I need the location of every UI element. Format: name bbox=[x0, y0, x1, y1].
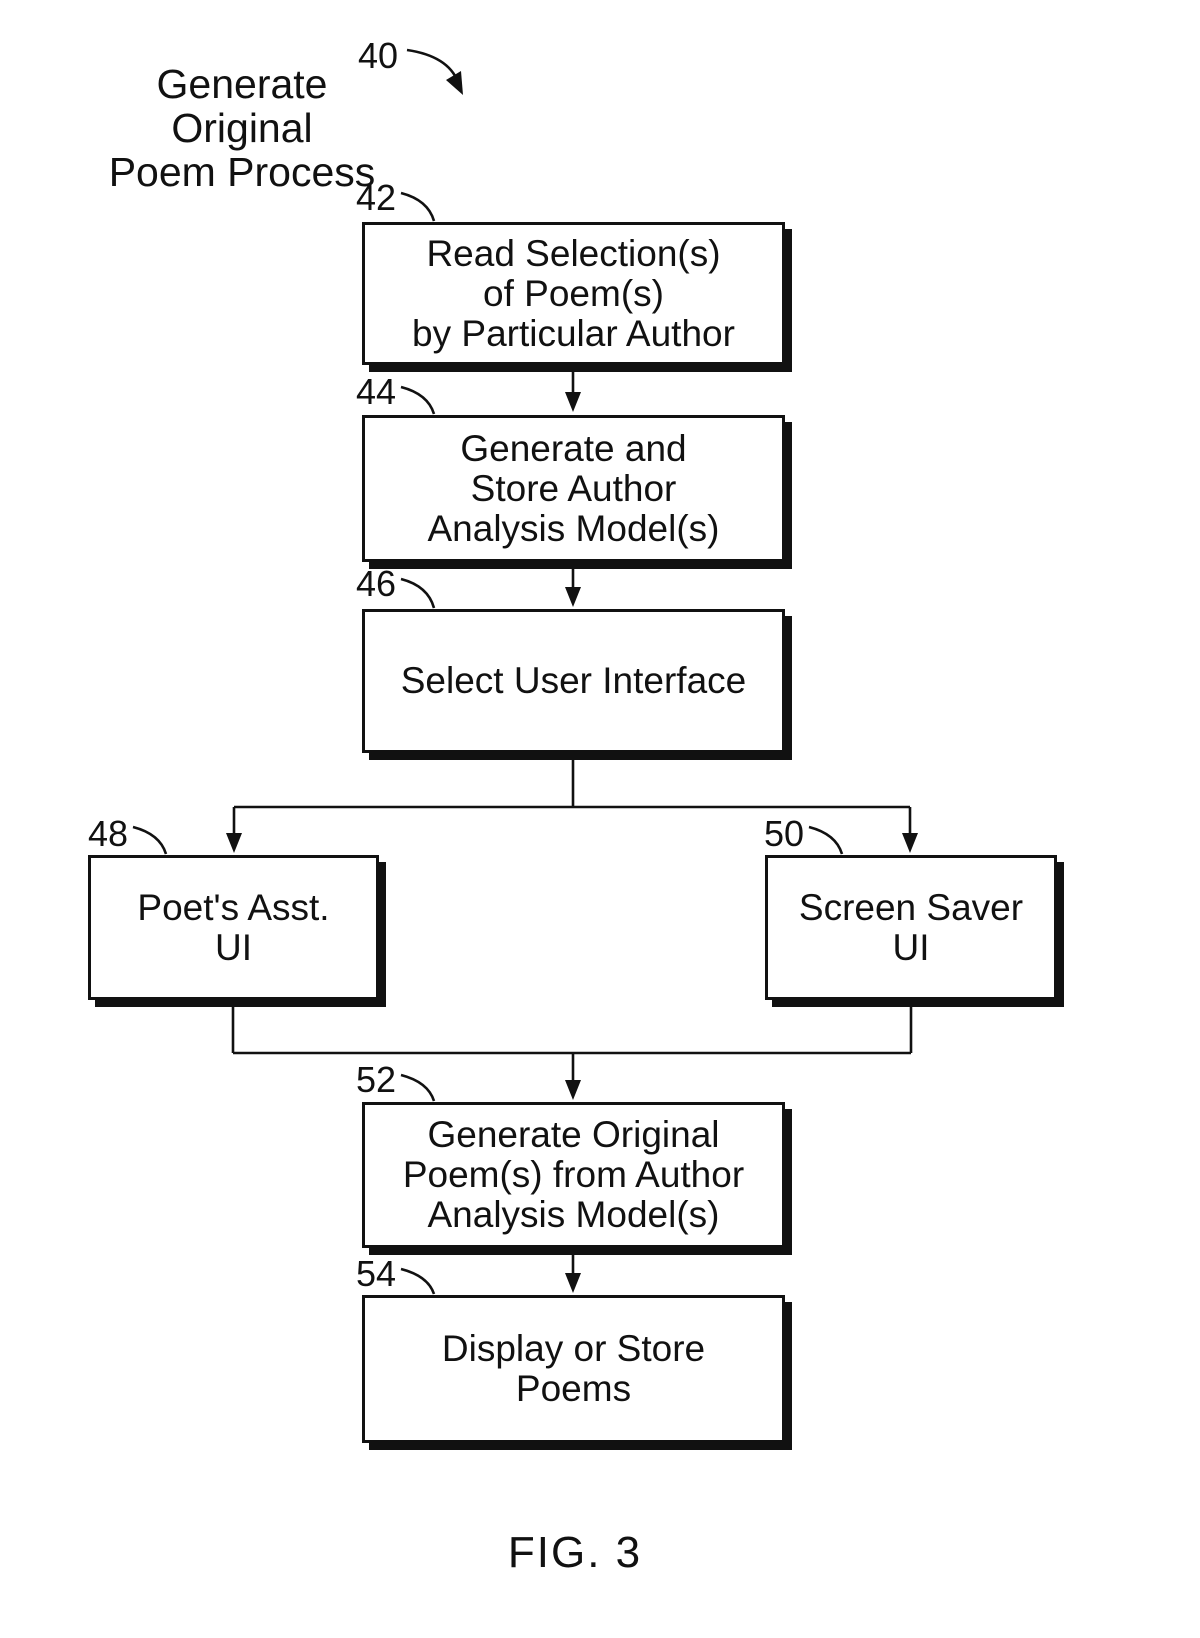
box-text-line: Poem(s) from Author bbox=[402, 1154, 745, 1195]
flow-box-generate-original-poems: Generate Original Poem(s) from Author An… bbox=[362, 1102, 785, 1248]
ref-label-54: 54 bbox=[356, 1253, 397, 1294]
ref-label-52: 52 bbox=[356, 1059, 397, 1100]
process-title-line2: Poem Process bbox=[108, 149, 376, 195]
box-text-line: Poems bbox=[515, 1368, 632, 1409]
box-text-line: of Poem(s) bbox=[483, 272, 664, 314]
arrow-42-to-44 bbox=[565, 364, 581, 412]
ref-label-42: 42 bbox=[356, 177, 397, 218]
box-text-line: Analysis Model(s) bbox=[427, 1194, 720, 1235]
box-text-line: Select User Interface bbox=[400, 660, 747, 701]
box-text-line: Screen Saver bbox=[798, 886, 1024, 928]
flow-box-poets-asst-ui: Poet's Asst. UI bbox=[88, 855, 379, 1000]
figure-caption: FIG. 3 bbox=[507, 1528, 643, 1577]
ref-label-46: 46 bbox=[356, 563, 397, 604]
merge-48-50-to-52 bbox=[231, 1000, 913, 1100]
ref-48-leader bbox=[132, 825, 168, 855]
box-text-line: Store Author bbox=[470, 467, 677, 509]
process-title: Generate Original Poem Process bbox=[82, 62, 402, 194]
arrow-52-to-54 bbox=[565, 1248, 581, 1293]
flow-box-read-selections: Read Selection(s) of Poem(s) by Particul… bbox=[362, 222, 785, 365]
branch-46-to-48-50 bbox=[226, 753, 918, 853]
ref-42-leader bbox=[400, 191, 436, 222]
ref-44-leader bbox=[400, 385, 436, 415]
box-text-line: UI bbox=[215, 926, 252, 968]
ref-54-leader bbox=[400, 1267, 436, 1295]
ref-50-leader bbox=[808, 825, 844, 855]
ref-label-44: 44 bbox=[356, 371, 397, 412]
box-text-line: Analysis Model(s) bbox=[427, 507, 720, 549]
ref-40-leader-arrow bbox=[406, 48, 463, 95]
ref-label-48: 48 bbox=[88, 813, 129, 854]
flow-box-display-or-store-poems: Display or Store Poems bbox=[362, 1295, 785, 1443]
box-text-line: Read Selection(s) bbox=[426, 232, 721, 274]
ref-46-leader bbox=[400, 577, 436, 609]
flow-box-screen-saver-ui: Screen Saver UI bbox=[765, 855, 1057, 1000]
process-title-line1: Generate Original bbox=[156, 61, 328, 151]
flow-box-select-user-interface: Select User Interface bbox=[362, 609, 785, 753]
box-text-line: Display or Store bbox=[441, 1328, 706, 1369]
ref-label-40: 40 bbox=[358, 35, 399, 76]
box-text-line: UI bbox=[892, 926, 930, 968]
arrow-44-to-46 bbox=[565, 562, 581, 607]
flow-box-generate-store-model: Generate and Store Author Analysis Model… bbox=[362, 415, 785, 562]
box-text-line: Poet's Asst. bbox=[137, 886, 330, 928]
box-text-line: by Particular Author bbox=[412, 312, 735, 354]
box-text-line: Generate and bbox=[460, 427, 687, 469]
ref-label-50: 50 bbox=[764, 813, 805, 854]
ref-52-leader bbox=[400, 1073, 436, 1102]
box-text-line: Generate Original bbox=[427, 1114, 720, 1155]
